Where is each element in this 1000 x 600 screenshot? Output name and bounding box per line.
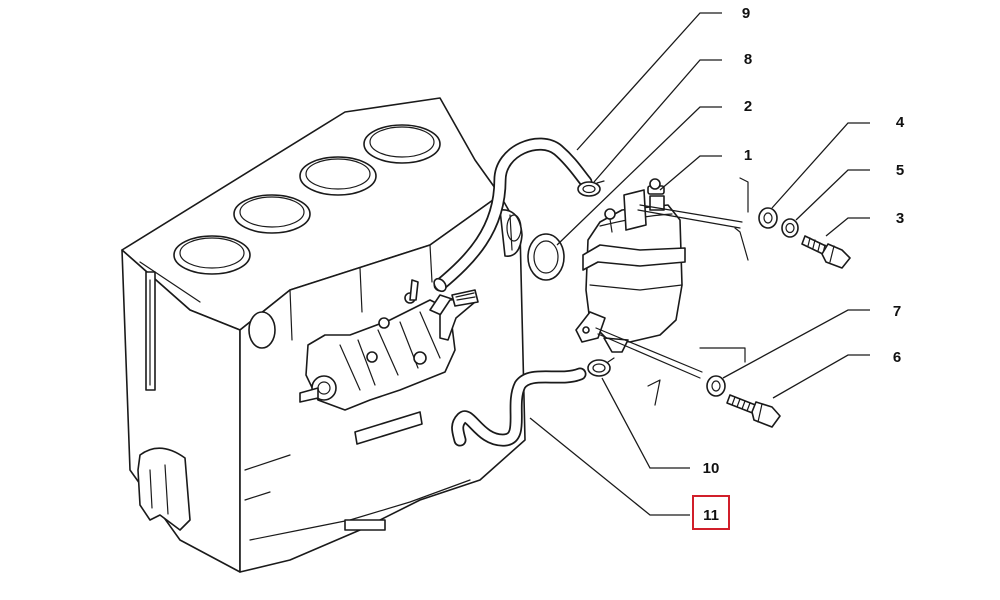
leader-10 [601,377,690,469]
callout-label-11: 11 [703,507,719,524]
front-bore-hole [248,311,276,349]
callout-8[interactable]: 8 [744,51,752,68]
callout-label-4: 4 [896,114,905,131]
callout-label-7: 7 [893,303,901,320]
callout-6[interactable]: 6 [893,349,901,366]
lower-hose-part-11 [451,367,587,447]
washer-part-4 [758,207,778,229]
hose-clamp-part-8 [577,180,605,197]
callout-label-10: 10 [703,460,720,477]
washer-part-7 [706,375,726,397]
callout-10[interactable]: 10 [703,460,720,477]
leader-7 [722,309,870,379]
tank-cap [649,195,665,211]
callout-7[interactable]: 7 [893,303,901,320]
leader-5 [795,169,870,221]
engine-block [121,97,526,573]
tank-small-cap [604,208,616,220]
seal-ring-part-2 [506,214,565,281]
upper-hose-part-9 [433,137,593,293]
leader-11 [529,417,690,516]
callout-label-1: 1 [744,147,752,164]
lock-washer-part-5 [781,218,799,238]
leader-1 [659,155,722,191]
expansion-tank-part-1 [575,178,686,353]
leader-3 [825,217,870,237]
side-oil-slot [354,411,423,445]
sump-rail [344,519,386,531]
callout-label-5: 5 [896,162,904,179]
callout-label-3: 3 [896,210,904,227]
callout-highlight-box [692,495,730,530]
leader-6 [772,354,870,399]
callout-9[interactable]: 9 [742,5,750,22]
hose-clamp-part-10 [587,357,615,377]
bolt-part-3 [801,235,851,269]
callout-label-6: 6 [893,349,901,366]
callout-2[interactable]: 2 [744,98,752,115]
callout-label-9: 9 [742,5,750,22]
tank-neck [623,189,647,231]
leader-9 [576,12,722,151]
callout-1[interactable]: 1 [744,147,752,164]
leader-lines [529,12,870,516]
leader-8 [593,59,722,183]
callout-11[interactable]: 11 [692,495,730,530]
callout-4[interactable]: 4 [896,114,905,131]
injection-pump [299,279,479,411]
bolt-part-6 [726,394,781,428]
callout-labels: 9 8 2 1 4 5 3 7 6 10 11 [692,5,905,530]
alignment-lines [595,177,749,406]
leader-2 [556,106,722,246]
leader-4 [771,122,870,209]
callout-3[interactable]: 3 [896,210,904,227]
injection-pump-body [305,299,456,411]
callout-5[interactable]: 5 [896,162,904,179]
callout-label-2: 2 [744,98,752,115]
front-face-bottom-cover [137,447,191,531]
tank-bracket [575,311,606,343]
callout-label-8: 8 [744,51,752,68]
tank-flange [582,244,686,271]
